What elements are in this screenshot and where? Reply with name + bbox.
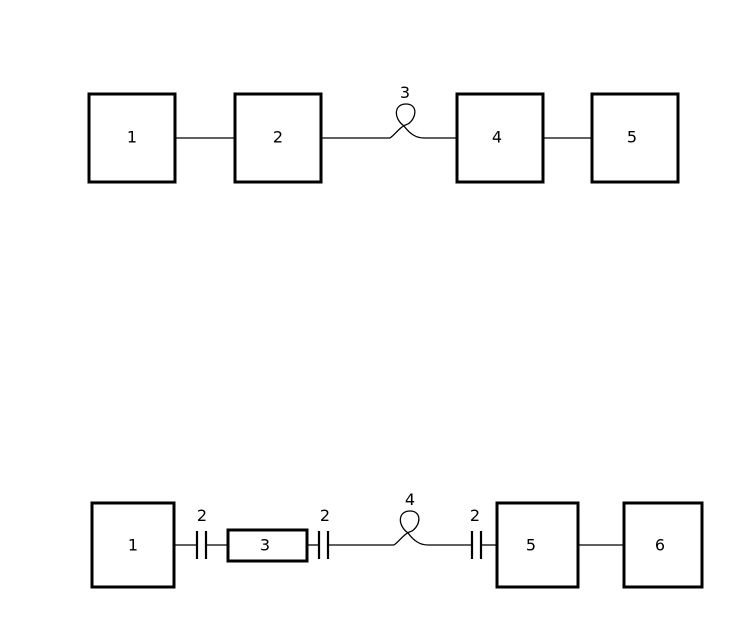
top-block-5: [590, 92, 680, 184]
bottom-block-1-label: 1: [128, 536, 138, 555]
bottom-capacitor-c: [470, 531, 483, 559]
bottom-block-6-label: 6: [655, 536, 665, 555]
bottom-capacitor-a: [195, 531, 208, 559]
top-block-1-label: 1: [127, 128, 137, 147]
bottom-coupling-label-b: 2: [320, 506, 330, 525]
bottom-block-3-label: 3: [260, 536, 270, 555]
top-block-2-label: 2: [273, 128, 283, 147]
top-block-5-label: 5: [627, 128, 637, 147]
bottom-block-3: [226, 528, 309, 563]
bottom-loop-label: 4: [405, 490, 415, 509]
bottom-block-5: [495, 501, 580, 589]
top-diagram: 1 2 3 4 5: [87, 83, 680, 184]
bottom-loop-icon: [393, 510, 429, 546]
top-block-1: [87, 92, 177, 184]
bottom-capacitor-b: [317, 531, 330, 559]
top-block-2: [233, 92, 323, 184]
top-block-4: [455, 92, 545, 184]
top-loop-label: 3: [400, 83, 410, 102]
bottom-block-1: [90, 501, 176, 589]
top-block-4-label: 4: [492, 128, 502, 147]
bottom-coupling-label-c: 2: [470, 506, 480, 525]
bottom-block-5-label: 5: [526, 536, 536, 555]
top-loop-icon: [389, 103, 425, 139]
bottom-coupling-label-a: 2: [197, 506, 207, 525]
bottom-diagram: 1 2 3 2 4 2 5 6: [90, 490, 704, 589]
bottom-block-6: [622, 501, 704, 589]
